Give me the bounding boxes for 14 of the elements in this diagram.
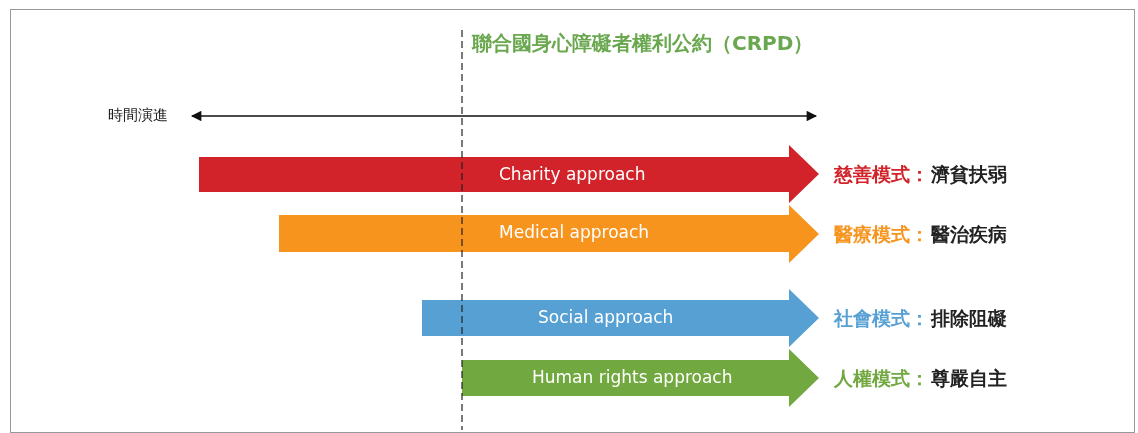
arrow-label: Human rights approach xyxy=(532,367,733,387)
title-text: 聯合國身心障礙者權利公約（CRPD） xyxy=(472,30,814,57)
model-name: 社會模式： xyxy=(834,306,929,331)
axis-label: 時間演進 xyxy=(108,106,168,125)
model-description: 濟貧扶弱 xyxy=(931,162,1007,187)
model-description: 醫治疾病 xyxy=(931,222,1007,247)
arrow-label: Social approach xyxy=(538,307,674,327)
model-name: 醫療模式： xyxy=(834,222,929,247)
arrow-label: Medical approach xyxy=(499,222,650,242)
model-description: 排除阻礙 xyxy=(931,306,1007,331)
model-name: 人權模式： xyxy=(834,366,929,391)
model-description: 尊嚴自主 xyxy=(931,366,1007,391)
arrow-label: Charity approach xyxy=(499,164,646,184)
model-name: 慈善模式： xyxy=(834,162,929,187)
